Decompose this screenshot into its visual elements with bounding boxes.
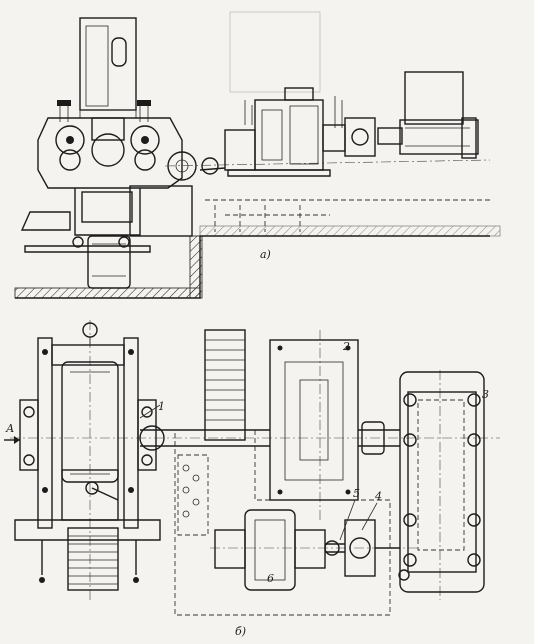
lower-motor bbox=[72, 235, 131, 289]
flywheel bbox=[204, 329, 246, 441]
callout-1: 1 bbox=[158, 400, 165, 413]
stand-plan bbox=[14, 322, 161, 591]
foundation bbox=[14, 199, 501, 299]
drive-centerline bbox=[164, 159, 491, 167]
main-motor-a bbox=[399, 71, 479, 159]
stand-hood bbox=[79, 17, 137, 119]
caption-top-view: а) bbox=[260, 248, 271, 261]
coupling-a bbox=[322, 117, 403, 157]
rolling-stand bbox=[20, 100, 219, 253]
motor-2: 2 bbox=[269, 339, 400, 501]
callout-2: 2 bbox=[342, 340, 350, 353]
arrow-a-label: А bbox=[5, 422, 14, 435]
aux-drive: 6 5 4 bbox=[214, 487, 410, 591]
side-elevation-view: а) bbox=[14, 11, 501, 299]
callout-3: 3 bbox=[482, 388, 489, 401]
plan-view: А 2 bbox=[4, 320, 500, 638]
control-box bbox=[182, 464, 200, 518]
pinion-stand bbox=[224, 87, 343, 177]
callout-4: 4 bbox=[374, 490, 382, 503]
roll-pass bbox=[67, 527, 119, 591]
callout-5: 5 bbox=[353, 487, 360, 500]
callout-6: 6 bbox=[267, 572, 274, 585]
caption-bottom-view: б) bbox=[235, 625, 246, 638]
reducer-3: 3 bbox=[399, 371, 489, 593]
arrow-a-marker: А bbox=[4, 422, 20, 444]
